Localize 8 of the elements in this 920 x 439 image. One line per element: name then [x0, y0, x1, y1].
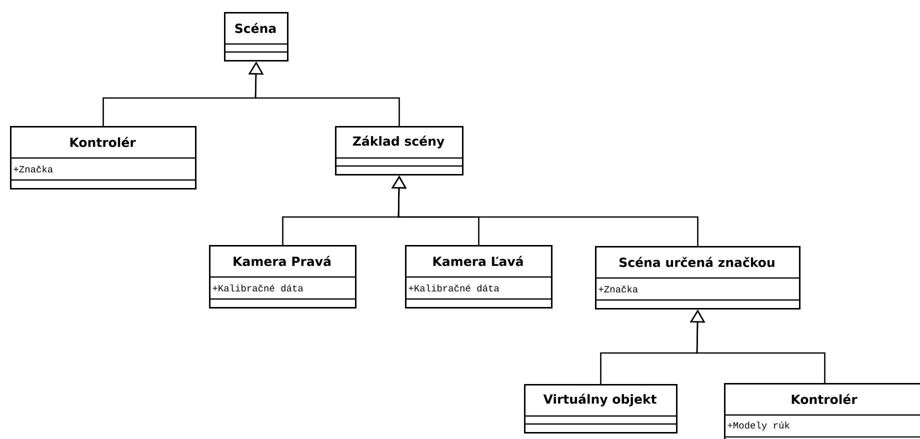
- class-box: Kontrolér +Značka: [10, 126, 196, 190]
- class-box: Kamera Ľavá +Kalibračné dáta: [405, 245, 552, 308]
- class-box: Kontrolér +Modely rúk: [724, 383, 920, 439]
- class-box: Scéna: [224, 12, 288, 62]
- class-box: Základ scény: [335, 126, 464, 176]
- class-box: Virtuálny objekt: [524, 384, 678, 434]
- class-box: Scéna určená značkou +Značka: [595, 246, 801, 310]
- class-box: Kamera Pravá +Kalibračné dáta: [209, 245, 356, 308]
